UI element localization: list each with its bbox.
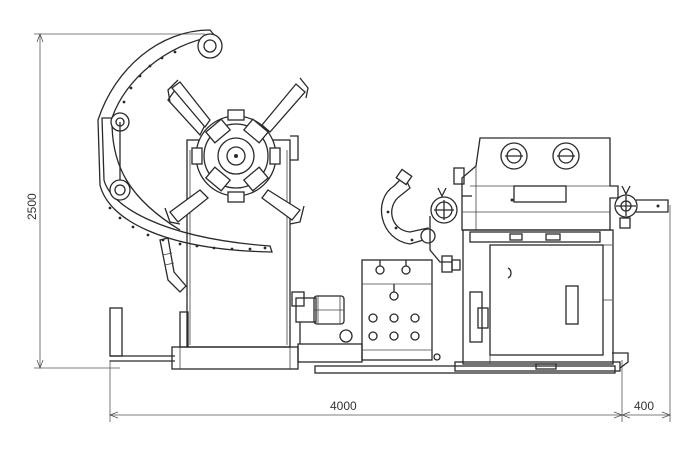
control-panel [361, 259, 433, 361]
straightener [453, 137, 669, 243]
height-dimension-label: 2500 [25, 193, 39, 220]
decoiler [97, 29, 309, 348]
extension-dimension-label: 400 [634, 399, 654, 413]
feed-guide-arm [380, 168, 461, 273]
mandrel [164, 77, 309, 225]
length-dimension-label: 4000 [330, 399, 357, 413]
base-frame [109, 307, 629, 374]
feeder-cabinet [462, 229, 614, 365]
height-dimension: 2500 [25, 32, 205, 370]
motor [291, 291, 353, 344]
length-dimension: 4000 400 [108, 205, 672, 422]
